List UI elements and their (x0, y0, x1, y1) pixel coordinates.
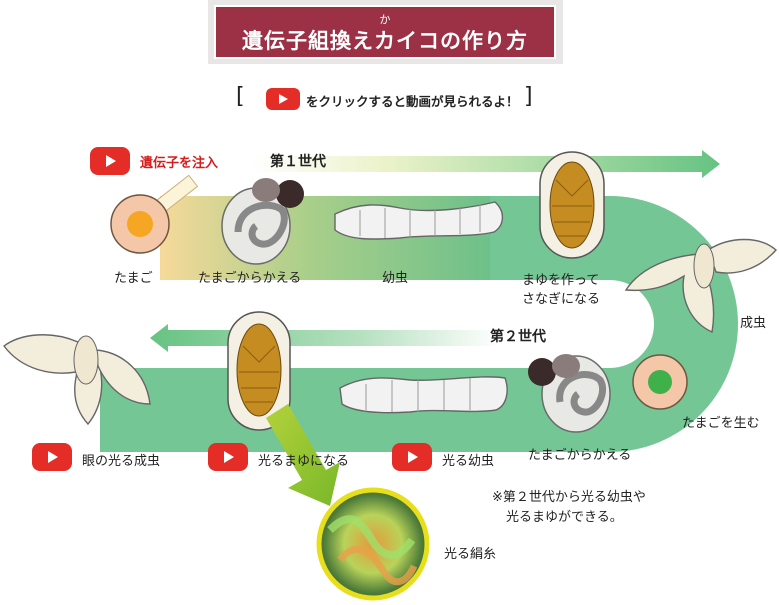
glowing-larva-video-button[interactable] (392, 443, 432, 471)
generation-2-label: 第２世代 (490, 329, 546, 345)
page-title: 遺伝子組換えカイコの作り方 (242, 29, 528, 53)
glowing-silk-arrow (266, 404, 340, 506)
hint-text: をクリックすると動画が見られるよ！ (306, 94, 519, 109)
larva-label: 幼虫 (382, 271, 409, 286)
adult-label: 成虫 (740, 316, 767, 331)
generation-1-label: 第１世代 (270, 154, 326, 170)
generation-1-arrow (250, 150, 720, 178)
generation-2-arrow (150, 324, 500, 352)
hatching-egg-bottom-icon (528, 354, 611, 433)
glowing-silk-label: 光る絹糸 (444, 547, 497, 562)
hatching-label-top: たまごからかえる (198, 271, 302, 286)
inject-label: 遺伝子を注入 (140, 156, 219, 171)
adult-moth-left-icon (3, 334, 151, 426)
cocoon-label-line2: さなぎになる (522, 292, 601, 307)
cocoon-label-line1: まゆを作って (522, 273, 600, 288)
hint-bracket-right: ] (524, 84, 533, 109)
hint-bracket-left: [ (236, 84, 245, 109)
hatching-label-bottom: たまごからかえる (528, 448, 632, 463)
cocoon-top-icon (539, 151, 605, 259)
glowing-cocoon-label: 光るまゆになる (258, 454, 350, 469)
glowing-larva-label: 光る幼虫 (442, 454, 495, 469)
title-banner: か 遺伝子組換えカイコの作り方 (214, 5, 556, 59)
note-line1: ※第２世代から光る幼虫や (492, 490, 646, 505)
hatching-egg-top-icon (221, 178, 304, 265)
lay-eggs-label: たまごを生む (682, 416, 760, 431)
inject-video-button[interactable] (90, 147, 130, 175)
glowing-cocoon-video-button[interactable] (208, 443, 248, 471)
glowing-larva-icon (339, 376, 508, 414)
play-button-icon (266, 88, 300, 110)
glowing-eye-adult-label: 眼の光る成虫 (82, 454, 161, 469)
video-hint: [ をクリックすると動画が見られるよ！ ] (236, 84, 536, 114)
title-furigana: か (379, 13, 391, 26)
cocoon-bottom-icon (227, 311, 291, 431)
larva-top-icon (334, 201, 504, 240)
adult-moth-right-icon (624, 238, 777, 334)
egg-label: たまご (114, 271, 153, 286)
glowing-eye-adult-video-button[interactable] (32, 443, 72, 471)
note-line2: 光るまゆができる。 (506, 510, 623, 525)
